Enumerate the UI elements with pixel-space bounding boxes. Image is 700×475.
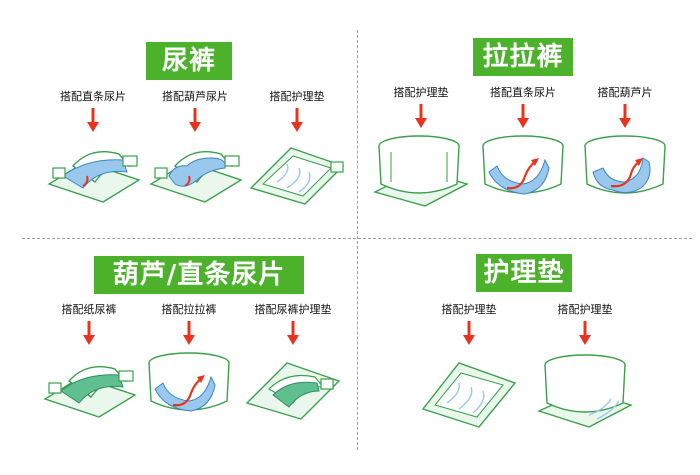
quadrant-care-pad: 护理垫 搭配护理垫 搭配护理垫 (358, 239, 700, 475)
combo-label: 搭配尿裤护理垫 (254, 303, 332, 316)
combo-label: 搭配护理垫 (269, 90, 325, 103)
combo-label: 搭配护理垫 (393, 86, 449, 99)
diaper-with-gourd-pad-icon (149, 151, 243, 203)
combo-item-diaper-straight: 搭配直条尿片 (38, 90, 148, 206)
down-arrow-icon (415, 104, 427, 128)
care-pad-flat-icon (421, 362, 517, 428)
combo-item-carepad-pullup: 搭配护理垫 (530, 303, 640, 429)
combo-item-carepad-flat: 搭配护理垫 (414, 303, 524, 429)
combo-label: 搭配纸尿裤 (61, 303, 117, 316)
down-arrow-icon (291, 108, 303, 132)
section-title-care-pad: 护理垫 (476, 254, 572, 292)
section-title-diaper: 尿裤 (146, 42, 232, 80)
combo-item-pad-pullup: 搭配拉拉裤 (134, 303, 244, 425)
pullup-with-straight-pad-icon (482, 135, 564, 195)
section-title-pullup: 拉拉裤 (473, 38, 573, 76)
horizontal-divider (22, 238, 692, 239)
quadrant-pullup: 拉拉裤 搭配护理垫 搭配直条尿片 搭配葫芦片 (358, 0, 700, 238)
section-title-pads: 葫芦/直条尿片 (94, 256, 304, 294)
combo-label: 搭配葫芦尿片 (162, 90, 228, 103)
down-arrow-icon (619, 104, 631, 128)
down-arrow-icon (287, 321, 299, 345)
diaper-with-straight-pad-icon (47, 151, 141, 203)
vertical-divider (357, 30, 358, 450)
down-arrow-icon (579, 321, 591, 345)
quadrant-pads: 葫芦/直条尿片 搭配纸尿裤 搭配拉拉裤 搭配尿裤护理垫 (0, 239, 357, 475)
down-arrow-icon (83, 321, 95, 345)
combo-item-pullup-gourd: 搭配葫芦片 (570, 86, 680, 208)
combo-label: 搭配拉拉裤 (161, 303, 217, 316)
down-arrow-icon (463, 321, 475, 345)
down-arrow-icon (87, 108, 99, 132)
combo-item-pad-diaper: 搭配纸尿裤 (34, 303, 144, 421)
combo-label: 搭配葫芦片 (597, 86, 653, 99)
quadrant-diaper: 尿裤 搭配直条尿片 搭配葫芦尿片 搭配护理垫 (0, 0, 357, 238)
combo-item-pullup-straight: 搭配直条尿片 (468, 86, 578, 208)
combo-label: 搭配直条尿片 (490, 86, 556, 99)
combo-item-pad-diaper-carepad: 搭配尿裤护理垫 (238, 303, 348, 421)
down-arrow-icon (183, 321, 195, 345)
care-pad-pullup-icon (537, 354, 633, 428)
down-arrow-icon (189, 108, 201, 132)
pullup-with-care-pad-icon (373, 135, 469, 207)
pad-with-pullup-icon (148, 352, 230, 412)
pullup-with-gourd-pad-icon (584, 135, 666, 194)
pad-with-diaper-care-pad-icon (245, 362, 341, 420)
diaper-with-care-pad-icon (249, 147, 345, 205)
combo-item-diaper-carepad: 搭配护理垫 (242, 90, 352, 206)
combo-label: 搭配直条尿片 (60, 90, 126, 103)
combo-label: 搭配护理垫 (441, 303, 497, 316)
down-arrow-icon (517, 104, 529, 128)
combo-item-diaper-gourd: 搭配葫芦尿片 (140, 90, 250, 206)
combo-label: 搭配护理垫 (557, 303, 613, 316)
pad-with-diaper-icon (43, 366, 137, 418)
combo-item-pullup-carepad: 搭配护理垫 (366, 86, 476, 208)
